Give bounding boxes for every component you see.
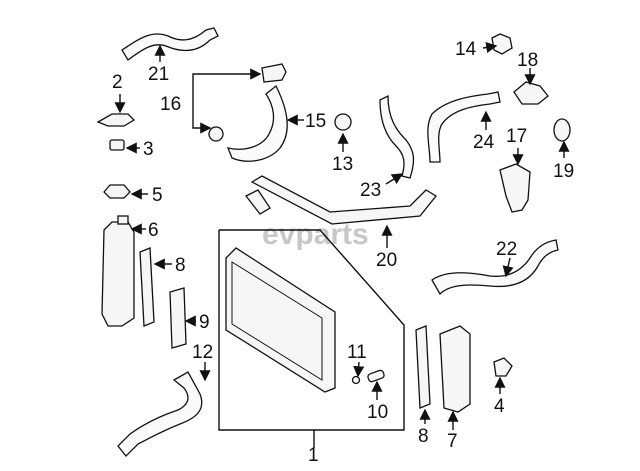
- hose-part-21: [121, 27, 219, 61]
- hose-part-23: [379, 94, 415, 179]
- bolt-part-4: [493, 357, 513, 377]
- pipe-assembly-20: [250, 175, 437, 225]
- hose-part-24: [427, 91, 501, 163]
- drain-plug-o-ring: [351, 375, 361, 385]
- callout-6: 6: [148, 220, 159, 241]
- thermostat-housing-17: [499, 163, 531, 213]
- seal-strip-right: [415, 325, 431, 409]
- reservoir-tank-right: [439, 325, 471, 413]
- callout-20: 20: [376, 250, 397, 271]
- radiator-core: [225, 247, 336, 393]
- bracket-part-2: [96, 113, 136, 127]
- callout-10: 10: [367, 402, 388, 423]
- cap-part-5: [103, 184, 131, 199]
- clamp-lower: [208, 126, 224, 142]
- callout-12: 12: [192, 342, 213, 363]
- callout-2: 2: [112, 72, 123, 93]
- callout-23: 23: [360, 180, 381, 201]
- pipe-flange: [245, 189, 271, 215]
- bracket-part-9: [169, 287, 187, 349]
- hose-part-15: [226, 84, 288, 162]
- seal-strip-left: [139, 247, 155, 327]
- radiator-group: [218, 229, 405, 448]
- housing-part-18: [513, 81, 549, 105]
- callout-16: 16: [160, 94, 181, 115]
- clamp-upper: [261, 63, 287, 83]
- callout-14: 14: [455, 39, 477, 60]
- hose-part-22: [431, 239, 559, 296]
- callout-15: 15: [305, 111, 326, 132]
- clamp-part-13: [334, 113, 352, 131]
- reservoir-tank-left: [101, 221, 135, 327]
- callout-4: 4: [494, 396, 505, 417]
- callout-11: 11: [347, 342, 367, 363]
- callout-19: 19: [553, 161, 574, 182]
- callout-18: 18: [517, 50, 538, 71]
- bolt-part-3: [109, 139, 125, 151]
- callout-24: 24: [473, 132, 495, 153]
- callout-1: 1: [308, 445, 319, 466]
- callout-9: 9: [199, 312, 210, 333]
- gasket-part-19: [553, 118, 571, 142]
- drain-plug: [367, 369, 385, 383]
- watermark-logo: evparts: [262, 218, 369, 251]
- callout-8-right: 8: [418, 426, 429, 447]
- hose-part-12: [117, 371, 203, 457]
- callout-13: 13: [332, 154, 353, 175]
- callout-5: 5: [152, 185, 163, 206]
- callout-21: 21: [148, 64, 169, 85]
- cap-part-14: [491, 33, 513, 55]
- callout-labels: 21 2 3 5 6 8 9 12 16 15 13 23 20 14 18 2…: [112, 39, 574, 466]
- callout-8-left: 8: [175, 255, 186, 276]
- callout-22: 22: [496, 239, 517, 260]
- leader-lines: [114, 41, 570, 430]
- callout-7: 7: [447, 431, 458, 452]
- callout-17: 17: [506, 126, 527, 147]
- callout-3: 3: [143, 139, 154, 160]
